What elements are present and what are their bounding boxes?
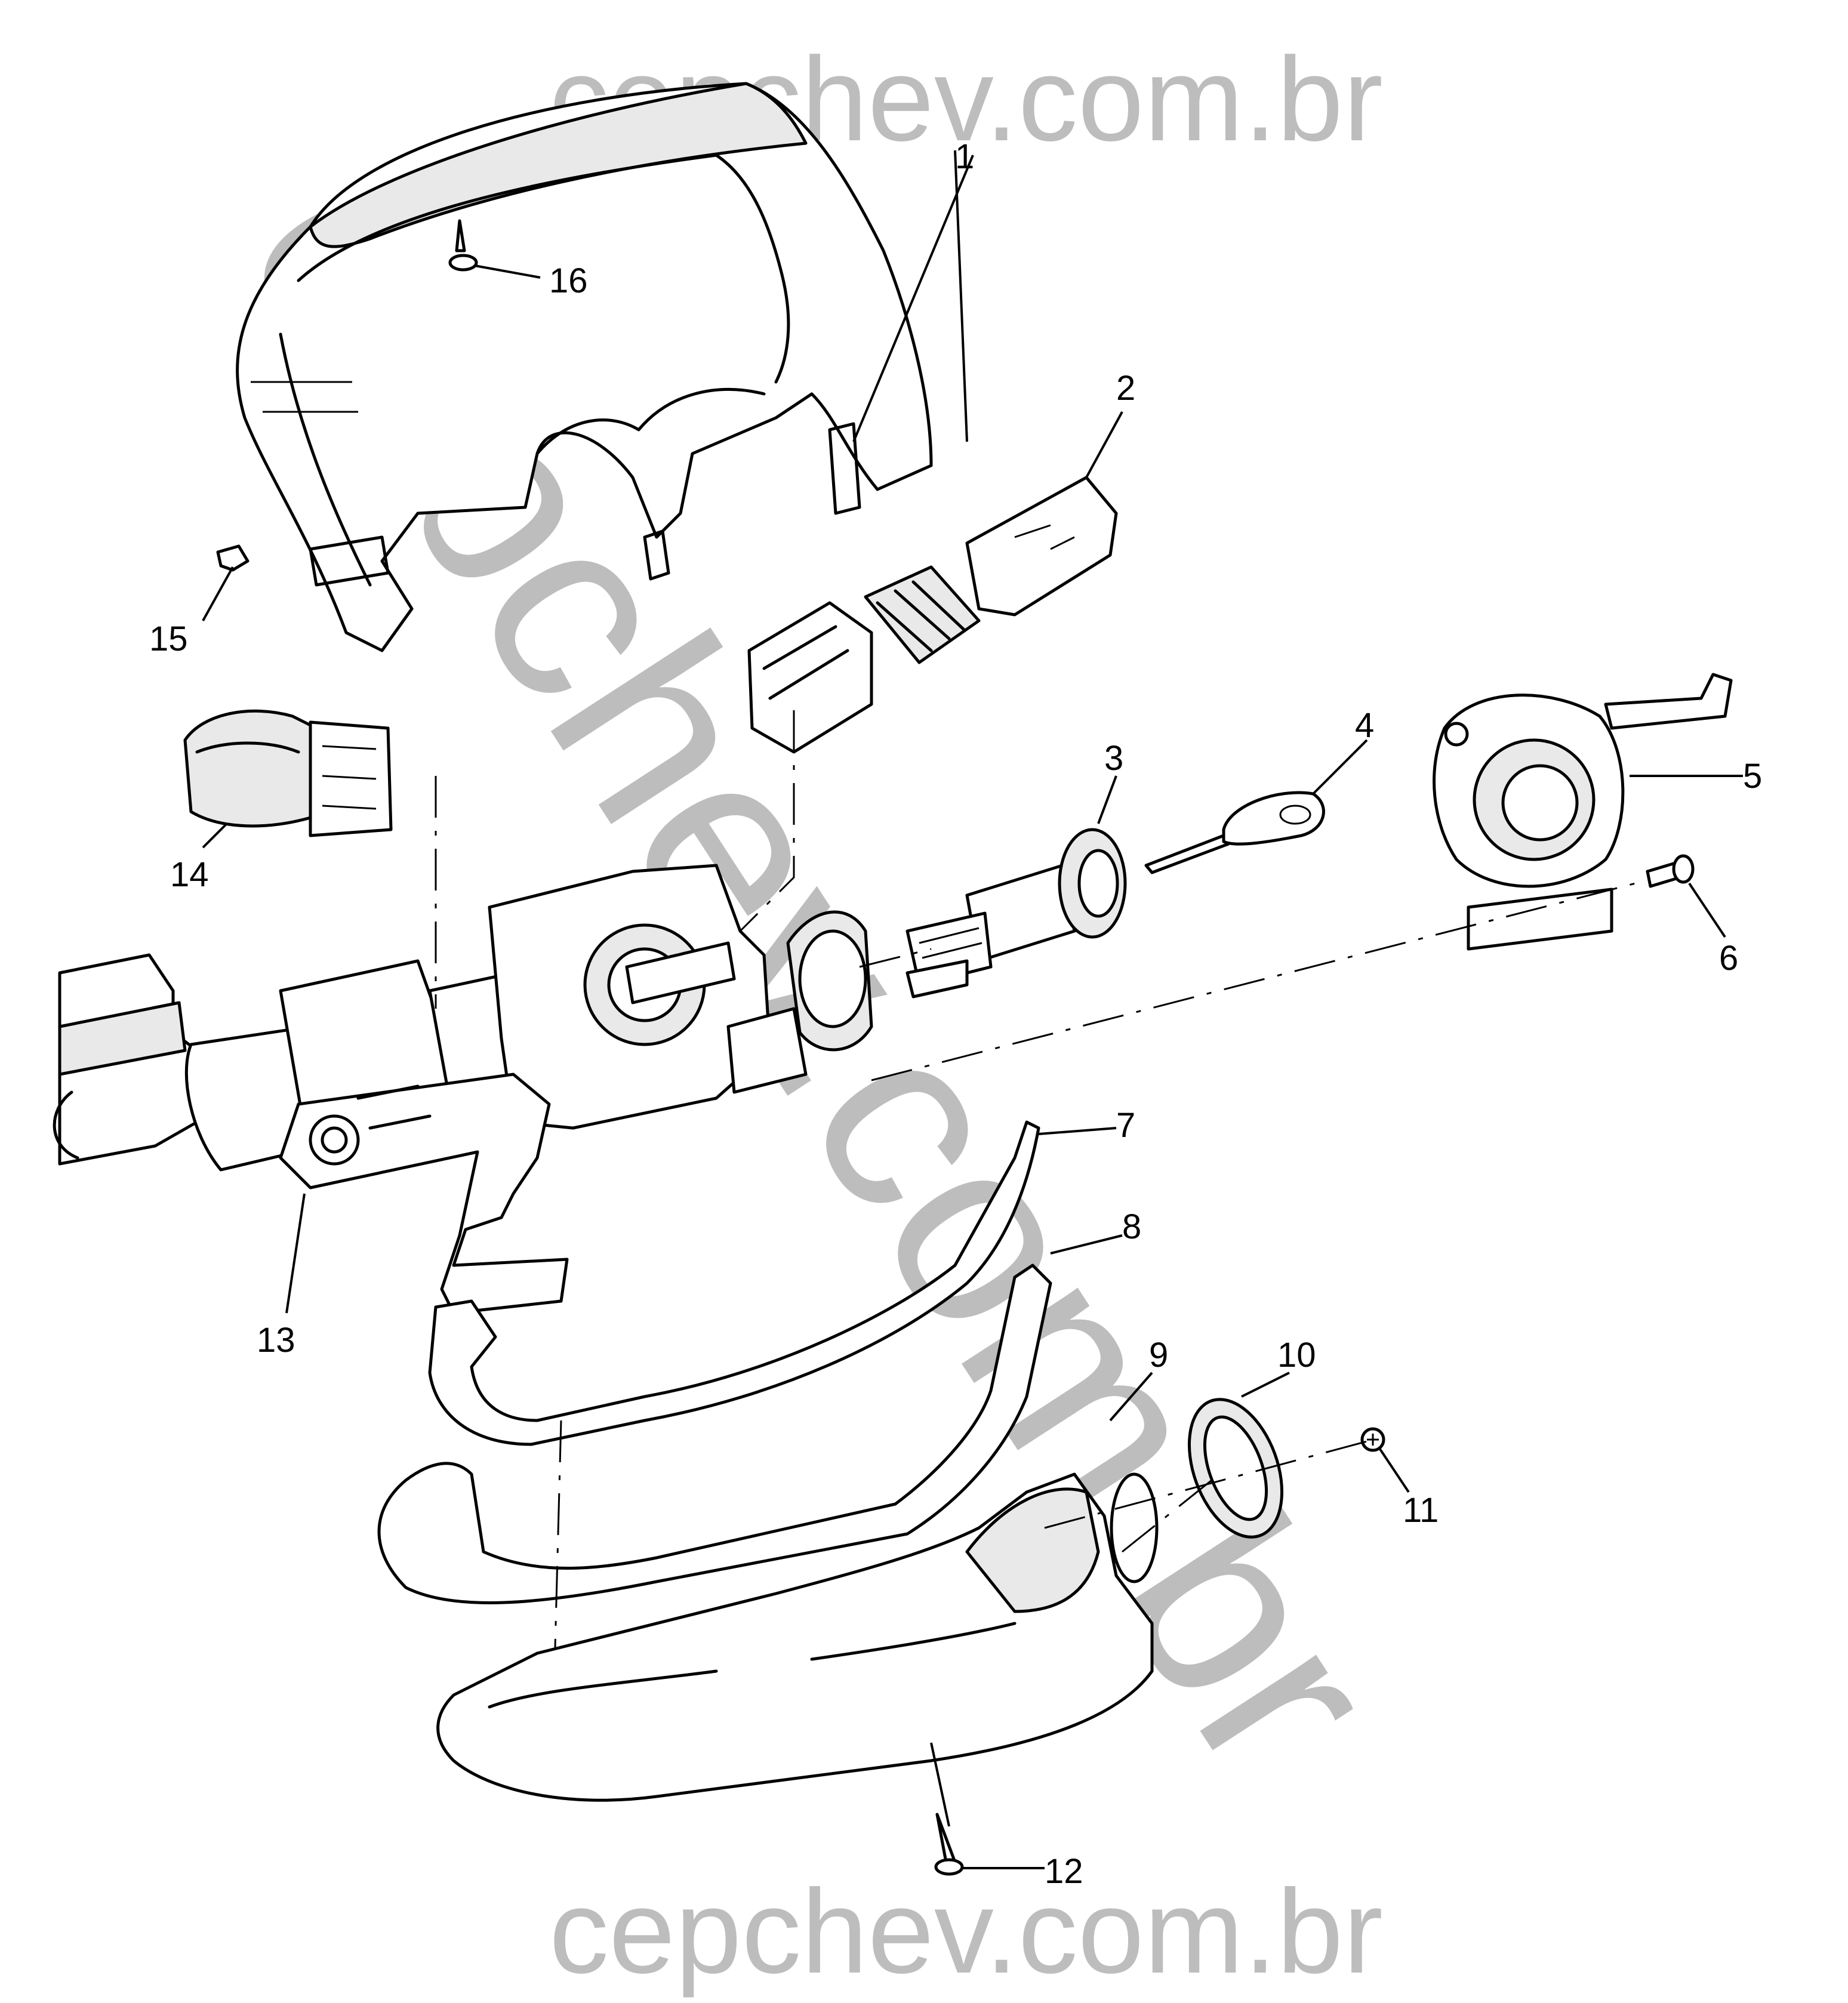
assembly-lines bbox=[435, 710, 1636, 1648]
callout-14: 14 bbox=[170, 855, 209, 894]
retainer-clip-part bbox=[216, 544, 250, 572]
callout-4: 4 bbox=[1355, 706, 1374, 745]
callout-5: 5 bbox=[1743, 757, 1762, 796]
lower-trim-strip-part bbox=[428, 1120, 1040, 1446]
callout-6: 6 bbox=[1719, 939, 1738, 978]
callout-11: 11 bbox=[1403, 1491, 1439, 1530]
callout-15: 15 bbox=[149, 620, 188, 658]
clock-spring-screw-part bbox=[1646, 854, 1695, 888]
ignition-key-part bbox=[1144, 791, 1325, 874]
trim-ring-part bbox=[1187, 1398, 1284, 1539]
callout-7: 7 bbox=[1116, 1106, 1135, 1145]
lower-cover-part bbox=[436, 1472, 1159, 1802]
lower-cover-screw-part bbox=[934, 1813, 964, 1876]
shroud-screw-part bbox=[1360, 1427, 1385, 1452]
ignition-lock-cylinder-part bbox=[905, 828, 1127, 999]
callout-labels: 1 2 3 4 5 6 7 8 9 10 11 12 13 14 15 16 bbox=[149, 137, 1762, 1891]
callout-9: 9 bbox=[1149, 1336, 1168, 1375]
callout-10: 10 bbox=[1277, 1336, 1316, 1375]
lower-shroud-part bbox=[377, 1264, 1052, 1604]
steering-column-part bbox=[53, 864, 873, 1315]
callout-16: 16 bbox=[549, 261, 588, 300]
callout-13: 13 bbox=[257, 1321, 295, 1360]
multifunction-switch-part bbox=[747, 476, 1118, 754]
switch-module-part bbox=[183, 709, 393, 837]
callout-12: 12 bbox=[1045, 1852, 1083, 1891]
callout-2: 2 bbox=[1116, 369, 1135, 408]
callout-1: 1 bbox=[955, 137, 974, 176]
watermark-bottom: cepchev.com.br bbox=[549, 1865, 1383, 1998]
upper-trim-cover-part bbox=[236, 82, 933, 652]
callout-8: 8 bbox=[1122, 1207, 1141, 1246]
clock-spring-part bbox=[1433, 673, 1733, 951]
callout-3: 3 bbox=[1104, 739, 1123, 778]
trim-cover-screw-part bbox=[448, 219, 478, 272]
leader-lines bbox=[202, 150, 1743, 1869]
